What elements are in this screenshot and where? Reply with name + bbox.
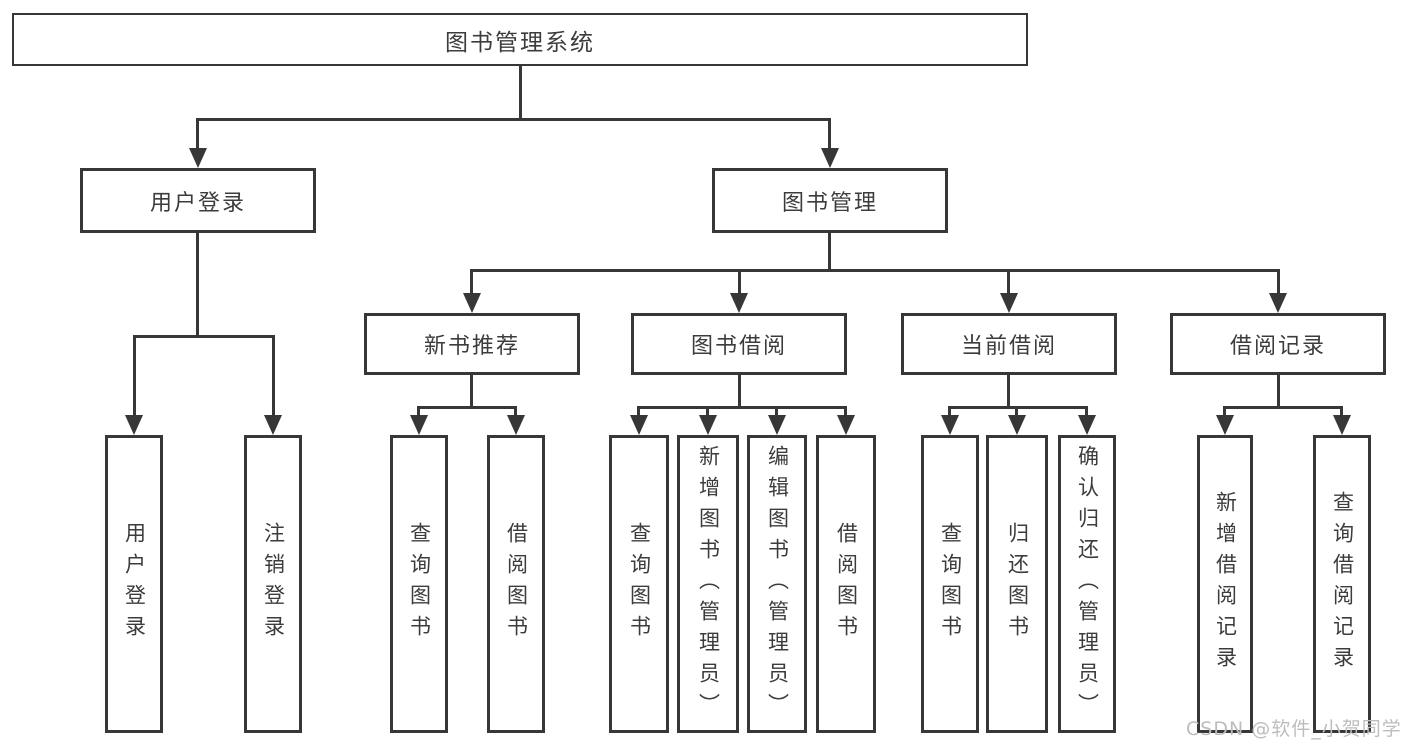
node-label: 借阅记录 bbox=[1229, 334, 1326, 359]
connector-branch-leaf bbox=[417, 406, 420, 419]
leaf-borrow-books-recommend: 借阅图书 bbox=[487, 435, 545, 733]
connector-branch-leaf bbox=[1085, 406, 1088, 419]
connector-trunk-module bbox=[738, 375, 741, 408]
leaf-label: 编辑图书（管理员） bbox=[765, 444, 790, 724]
leaf-return-book: 归还图书 bbox=[986, 435, 1048, 733]
connector-rail-level2 bbox=[196, 118, 830, 121]
leaf-user-login: 用户登录 bbox=[105, 435, 163, 733]
connector-trunk-user-login bbox=[196, 233, 199, 335]
arrow-down-icon bbox=[730, 293, 748, 313]
connector-trunk-book-management bbox=[828, 233, 831, 272]
node-user-login: 用户登录 bbox=[80, 168, 316, 233]
connector-branch-leaf bbox=[775, 406, 778, 419]
arrow-down-icon bbox=[1078, 415, 1096, 435]
connector-branch-book-management bbox=[828, 118, 831, 150]
node-label: 图书管理 bbox=[781, 190, 878, 216]
connector-branch-user-login bbox=[196, 118, 199, 150]
connector-branch-module bbox=[1007, 269, 1010, 295]
connector-rail-level3 bbox=[470, 269, 1280, 272]
connector-rail-user-login bbox=[133, 335, 275, 338]
node-book-management: 图书管理 bbox=[712, 168, 948, 233]
arrow-down-icon bbox=[630, 415, 648, 435]
connector-branch-leaf bbox=[272, 335, 275, 417]
arrow-down-icon bbox=[507, 415, 525, 435]
leaf-label: 新增图书（管理员） bbox=[696, 444, 721, 724]
leaf-add-borrow-record: 新增借阅记录 bbox=[1197, 435, 1253, 733]
connector-trunk-root bbox=[519, 66, 522, 118]
leaf-label: 查询图书 bbox=[938, 522, 963, 646]
arrow-down-icon bbox=[821, 148, 839, 168]
leaf-label: 借阅图书 bbox=[834, 522, 859, 646]
connector-branch-leaf bbox=[514, 406, 517, 419]
arrow-down-icon bbox=[264, 415, 282, 435]
leaf-confirm-return-admin: 确认归还（管理员） bbox=[1058, 435, 1116, 733]
connector-branch-leaf bbox=[1223, 406, 1226, 419]
connector-rail-leaves bbox=[417, 406, 517, 409]
leaf-label: 查询图书 bbox=[627, 522, 652, 646]
leaf-query-books-current: 查询图书 bbox=[921, 435, 979, 733]
arrow-down-icon bbox=[189, 148, 207, 168]
leaf-label: 归还图书 bbox=[1005, 522, 1030, 646]
connector-rail-leaves bbox=[1223, 406, 1343, 409]
arrow-down-icon bbox=[463, 293, 481, 313]
csdn-watermark: CSDN @软件_小贺同学 bbox=[1186, 718, 1402, 740]
arrow-down-icon bbox=[941, 415, 959, 435]
arrow-down-icon bbox=[1333, 415, 1351, 435]
leaf-label: 借阅图书 bbox=[504, 522, 529, 646]
connector-branch-module bbox=[470, 269, 473, 295]
arrow-down-icon bbox=[1000, 293, 1018, 313]
connector-branch-leaf bbox=[948, 406, 951, 419]
arrow-down-icon bbox=[125, 415, 143, 435]
leaf-query-books-borrow: 查询图书 bbox=[609, 435, 669, 733]
connector-branch-leaf bbox=[637, 406, 640, 419]
connector-trunk-module bbox=[1007, 375, 1010, 408]
node-label: 用户登录 bbox=[149, 190, 246, 216]
node-book-borrow: 图书借阅 bbox=[631, 313, 847, 375]
connector-branch-leaf bbox=[133, 335, 136, 417]
connector-branch-module bbox=[738, 269, 741, 295]
node-label: 图书管理系统 bbox=[445, 29, 595, 56]
arrow-down-icon bbox=[1269, 293, 1287, 313]
node-borrow-record: 借阅记录 bbox=[1170, 313, 1386, 375]
leaf-label: 确认归还（管理员） bbox=[1075, 444, 1100, 724]
arrow-down-icon bbox=[768, 415, 786, 435]
connector-branch-leaf bbox=[1015, 406, 1018, 419]
connector-branch-module bbox=[1277, 269, 1280, 295]
leaf-label: 用户登录 bbox=[122, 522, 147, 646]
arrow-down-icon bbox=[1216, 415, 1234, 435]
connector-branch-leaf bbox=[844, 406, 847, 419]
leaf-edit-book-admin: 编辑图书（管理员） bbox=[747, 435, 807, 733]
arrow-down-icon bbox=[837, 415, 855, 435]
connector-rail-leaves bbox=[637, 406, 847, 409]
leaf-label: 新增借阅记录 bbox=[1213, 491, 1238, 677]
connector-trunk-module bbox=[1277, 375, 1280, 408]
node-new-book-recommend: 新书推荐 bbox=[364, 313, 580, 375]
node-label: 当前借阅 bbox=[960, 334, 1057, 359]
leaf-label: 查询借阅记录 bbox=[1330, 491, 1355, 677]
arrow-down-icon bbox=[699, 415, 717, 435]
leaf-label: 查询图书 bbox=[407, 522, 432, 646]
node-label: 新书推荐 bbox=[423, 334, 520, 359]
leaf-borrow-books: 借阅图书 bbox=[816, 435, 876, 733]
connector-rail-leaves bbox=[948, 406, 1088, 409]
connector-branch-leaf bbox=[1340, 406, 1343, 419]
leaf-add-book-admin: 新增图书（管理员） bbox=[677, 435, 739, 733]
leaf-query-borrow-record: 查询借阅记录 bbox=[1313, 435, 1371, 733]
connector-branch-leaf bbox=[706, 406, 709, 419]
node-label: 图书借阅 bbox=[690, 334, 787, 359]
arrow-down-icon bbox=[1008, 415, 1026, 435]
node-root: 图书管理系统 bbox=[12, 13, 1028, 66]
leaf-label: 注销登录 bbox=[261, 522, 286, 646]
node-current-borrow: 当前借阅 bbox=[901, 313, 1117, 375]
arrow-down-icon bbox=[410, 415, 428, 435]
connector-trunk-module bbox=[470, 375, 473, 408]
leaf-logout: 注销登录 bbox=[244, 435, 302, 733]
leaf-query-books-recommend: 查询图书 bbox=[390, 435, 448, 733]
